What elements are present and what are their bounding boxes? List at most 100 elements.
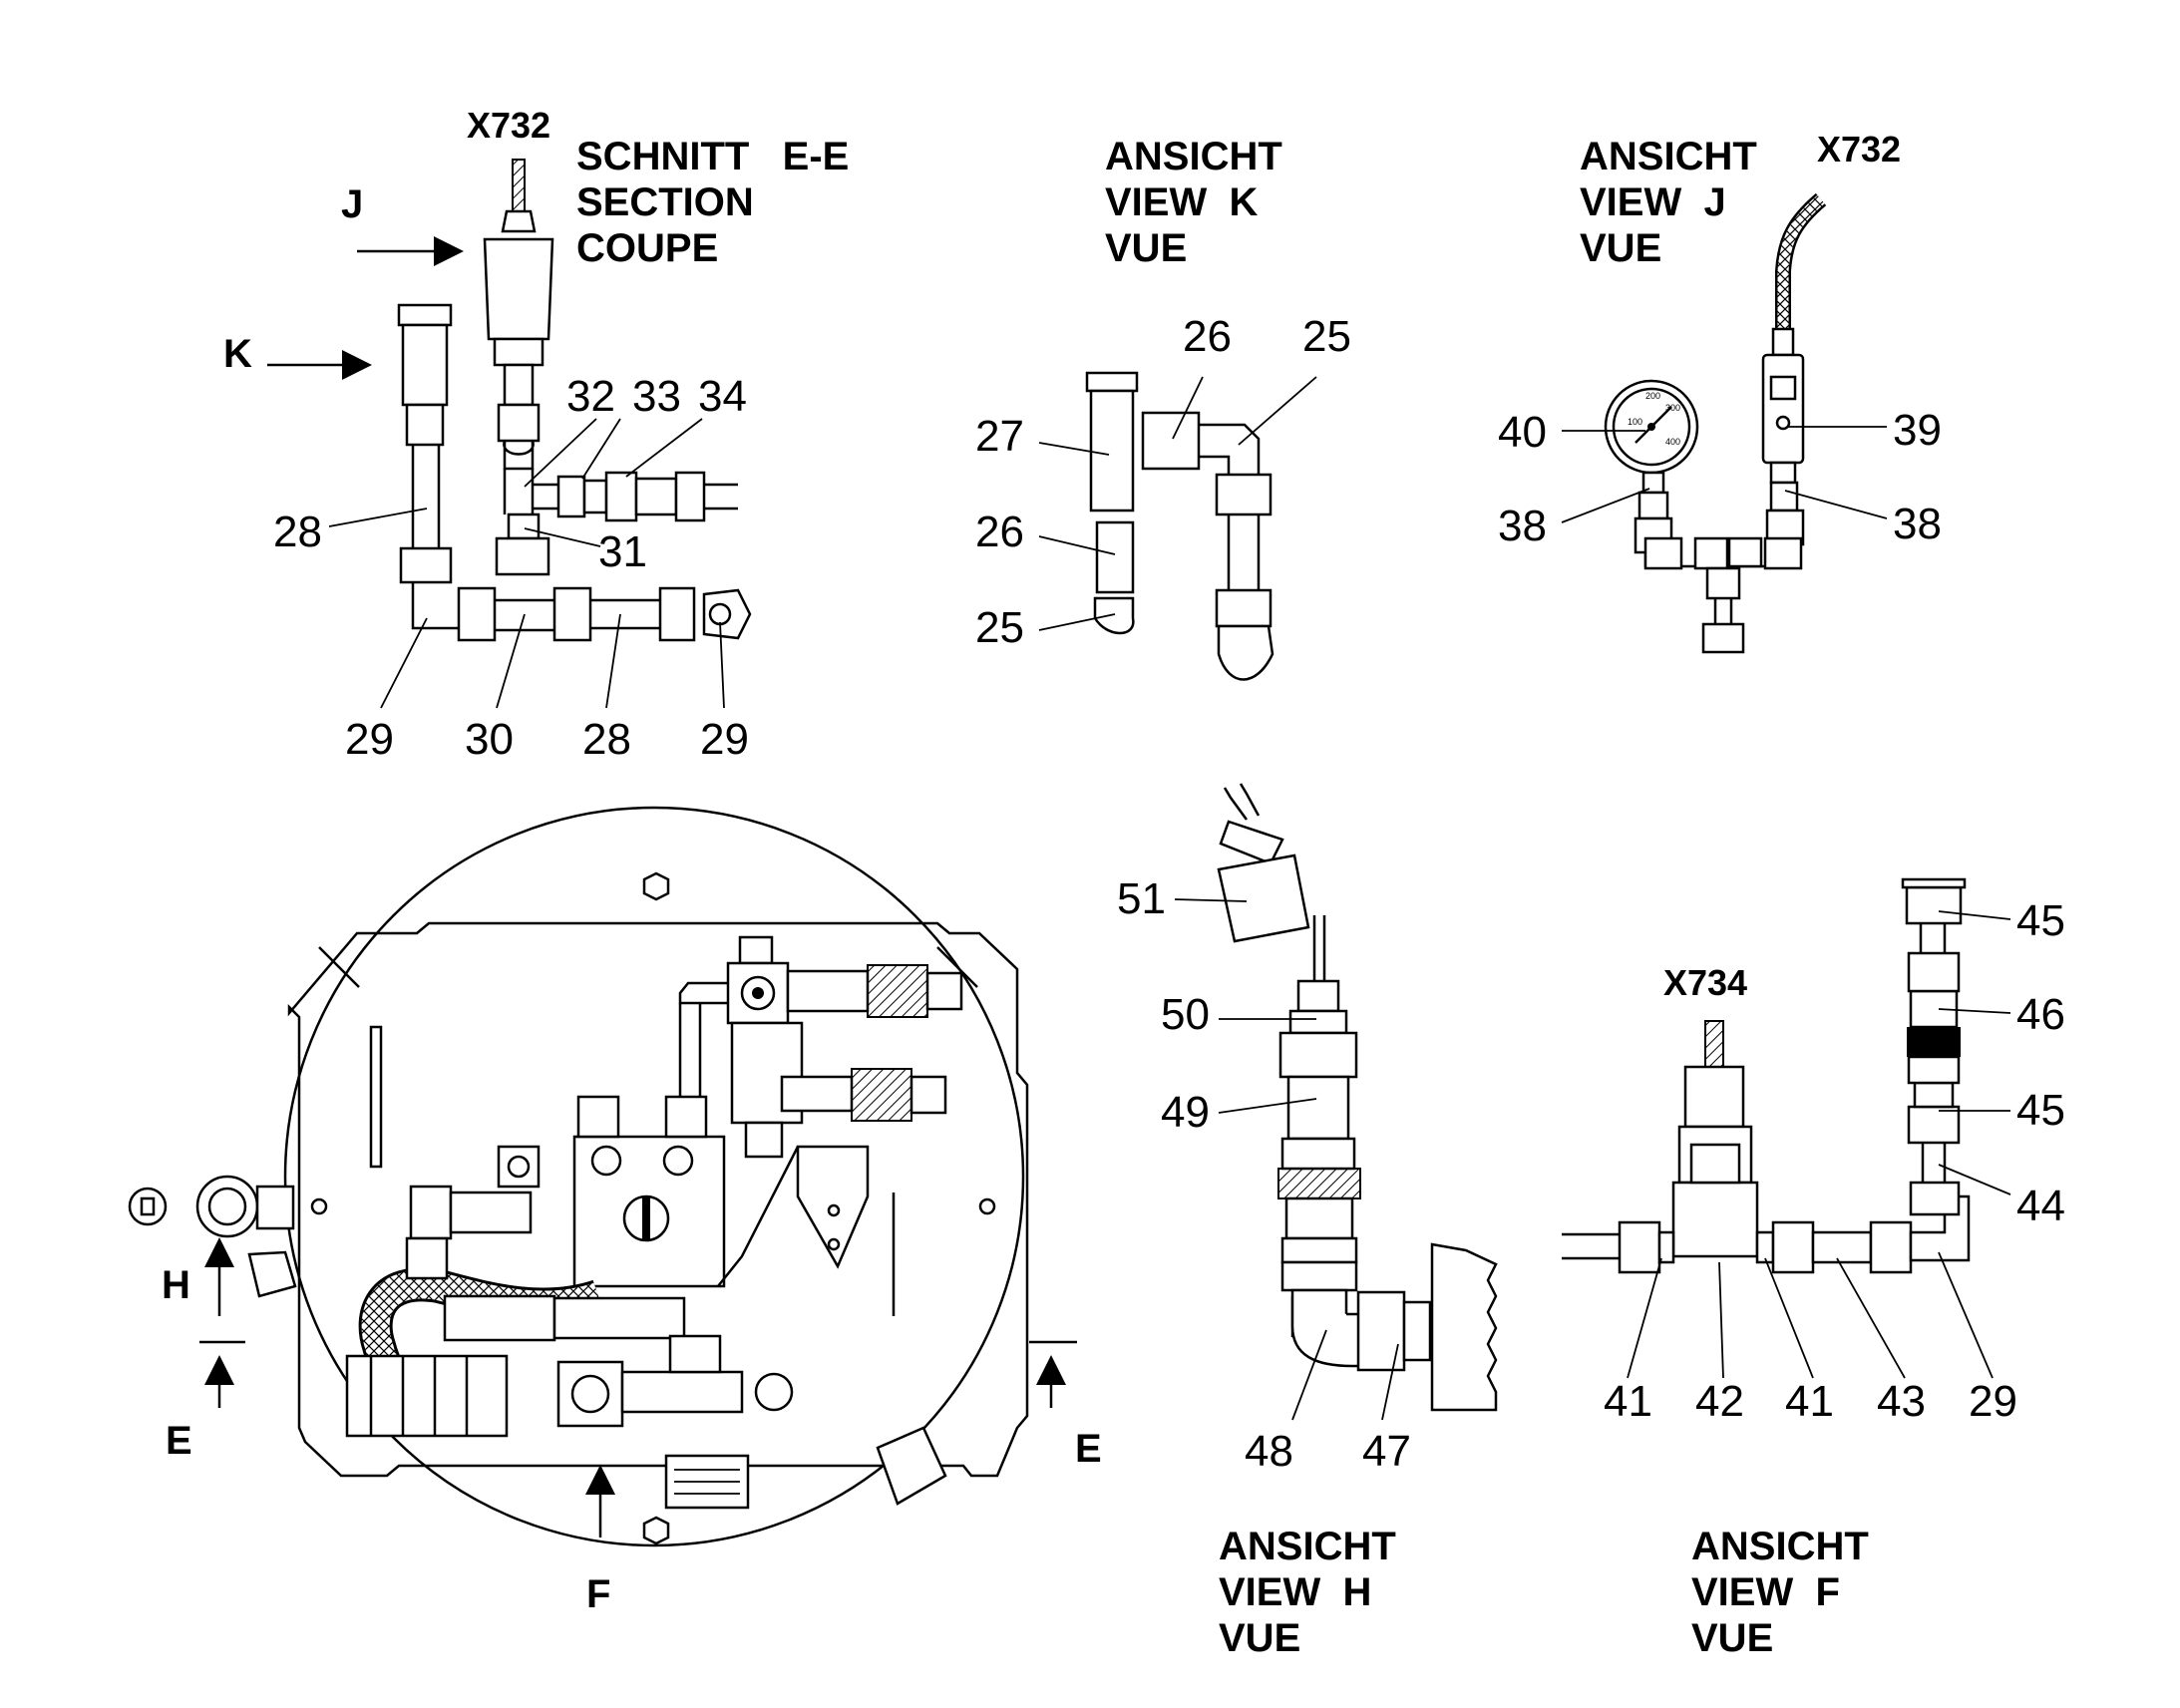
callout-47: 47 bbox=[1362, 1427, 1411, 1476]
cap-mid-right bbox=[909, 1075, 947, 1115]
fitting-26-lower bbox=[1095, 520, 1135, 594]
nut-30-left bbox=[457, 586, 497, 642]
leader-31 bbox=[524, 527, 601, 547]
switch-display bbox=[1769, 375, 1797, 401]
nut-28b bbox=[658, 586, 696, 642]
pressure-switch-39 bbox=[1761, 353, 1805, 465]
callout-41b: 41 bbox=[1785, 1377, 1834, 1426]
adapter-h-c bbox=[1280, 1260, 1358, 1292]
block-mid-right-j bbox=[1727, 536, 1763, 568]
callout-38b: 38 bbox=[1893, 500, 1942, 548]
nut-30-right bbox=[552, 586, 592, 642]
block-fitting-tl bbox=[576, 1095, 620, 1139]
fitting-below-31 bbox=[495, 536, 550, 576]
callout-43: 43 bbox=[1877, 1377, 1926, 1426]
cable-gland bbox=[501, 209, 537, 233]
view-k-title-line1: ANSICHT bbox=[1105, 135, 1282, 178]
leader-42 bbox=[1718, 1261, 1724, 1379]
valve-cap bbox=[397, 303, 453, 327]
frame-corner-tr bbox=[936, 946, 978, 988]
callout-30: 30 bbox=[465, 715, 514, 764]
callout-28b: 28 bbox=[582, 715, 631, 764]
section-ee-view: X732 SCHNITT E-E SECTION COUPE J K bbox=[223, 105, 849, 764]
connector-label-x732-j: X732 bbox=[1817, 129, 1901, 170]
leader-47 bbox=[1381, 1343, 1399, 1421]
valve-top-port-inner bbox=[752, 987, 764, 999]
leader-27 bbox=[1038, 442, 1110, 456]
connector-large-nut bbox=[255, 1185, 295, 1230]
leader-45a bbox=[1938, 910, 2011, 920]
valve-27-cap bbox=[1085, 371, 1139, 393]
callout-29b: 29 bbox=[700, 715, 749, 764]
leader-34 bbox=[625, 418, 703, 478]
cable-x732 bbox=[512, 159, 526, 212]
pipe-25-inner bbox=[1199, 455, 1231, 475]
block-knob-slot bbox=[642, 1196, 650, 1240]
nut-45-lower bbox=[1907, 1105, 1961, 1145]
leader-29f bbox=[1938, 1251, 1994, 1379]
tee-31 bbox=[507, 512, 541, 540]
nut-k-bottom bbox=[1215, 588, 1272, 628]
cable-gland-j bbox=[1771, 327, 1795, 357]
connector-small-inner bbox=[140, 1196, 156, 1216]
leader-28b bbox=[605, 613, 621, 709]
adapter-h-b bbox=[1280, 1236, 1358, 1264]
callout-40: 40 bbox=[1498, 408, 1547, 457]
nut-45-top bbox=[1905, 885, 1963, 925]
leader-43 bbox=[1836, 1257, 1906, 1379]
pipe-25-upper bbox=[1199, 423, 1261, 475]
nut-49-upper bbox=[1278, 1031, 1358, 1079]
callout-39: 39 bbox=[1893, 406, 1942, 455]
view-h-title-line2: VIEW H bbox=[1219, 1570, 1371, 1614]
view-f: ANSICHT VIEW F VUE X734 bbox=[1562, 877, 2065, 1660]
callout-26a: 26 bbox=[1183, 312, 1232, 361]
elbow-25-lower bbox=[1093, 596, 1135, 635]
fitting-row-bottom bbox=[620, 1370, 744, 1414]
view-k-title-line3: VUE bbox=[1105, 226, 1187, 270]
section-label-e-left: E bbox=[166, 1419, 192, 1463]
switch-nut bbox=[493, 337, 545, 367]
fitting-row-top bbox=[786, 969, 870, 1013]
connector-label-x734: X734 bbox=[1663, 962, 1747, 1003]
gauge-scale-300: 300 bbox=[1665, 403, 1680, 413]
block-port-left bbox=[590, 1145, 622, 1177]
valve-27-body bbox=[1089, 389, 1135, 512]
nut-43 bbox=[1869, 1220, 1913, 1274]
fitting-32 bbox=[556, 475, 586, 518]
leader-29a bbox=[380, 617, 428, 709]
callout-50: 50 bbox=[1161, 990, 1210, 1039]
view-k: ANSICHT VIEW K VUE 26 25 27 26 25 bbox=[975, 135, 1351, 681]
callout-48: 48 bbox=[1245, 1427, 1293, 1476]
callout-44: 44 bbox=[2016, 1182, 2065, 1230]
mounting-frame bbox=[287, 921, 1029, 1478]
coupling-34 bbox=[634, 477, 678, 516]
fitting-row-lower bbox=[443, 1294, 556, 1342]
pipe-top-left bbox=[678, 981, 728, 1005]
nut-elbow-f bbox=[1909, 1181, 1961, 1216]
adapter-45-lower bbox=[1913, 1081, 1955, 1109]
callout-28a: 28 bbox=[273, 508, 322, 556]
hex-bolt-top bbox=[642, 871, 670, 901]
callout-46: 46 bbox=[2016, 990, 2065, 1039]
switch-adapter bbox=[503, 363, 535, 407]
view-j-title-line2: VIEW J bbox=[1580, 180, 1726, 224]
block-mid-left-j bbox=[1693, 536, 1729, 570]
elbow-29 bbox=[411, 582, 459, 630]
view-h-title-line1: ANSICHT bbox=[1219, 1525, 1396, 1568]
main-assembly-view: H E E F bbox=[128, 806, 1102, 1616]
gauge-scale-100: 100 bbox=[1628, 417, 1642, 427]
leader-44 bbox=[1938, 1164, 2011, 1196]
nut-47 bbox=[1356, 1290, 1406, 1372]
base-plate-circle bbox=[283, 806, 1025, 1547]
section-label-e-right: E bbox=[1075, 1427, 1102, 1471]
cap-45-top bbox=[1901, 877, 1967, 889]
view-arrow-label-j: J bbox=[341, 182, 363, 226]
section-title-line1: SCHNITT E-E bbox=[576, 135, 849, 178]
nut-j-bottom bbox=[1701, 622, 1745, 654]
leader-28a bbox=[328, 508, 428, 527]
view-label-f: F bbox=[586, 1572, 610, 1616]
hole-left bbox=[310, 1197, 328, 1215]
view-f-title-line2: VIEW F bbox=[1691, 1570, 1840, 1614]
bracket-strut bbox=[717, 1146, 800, 1287]
